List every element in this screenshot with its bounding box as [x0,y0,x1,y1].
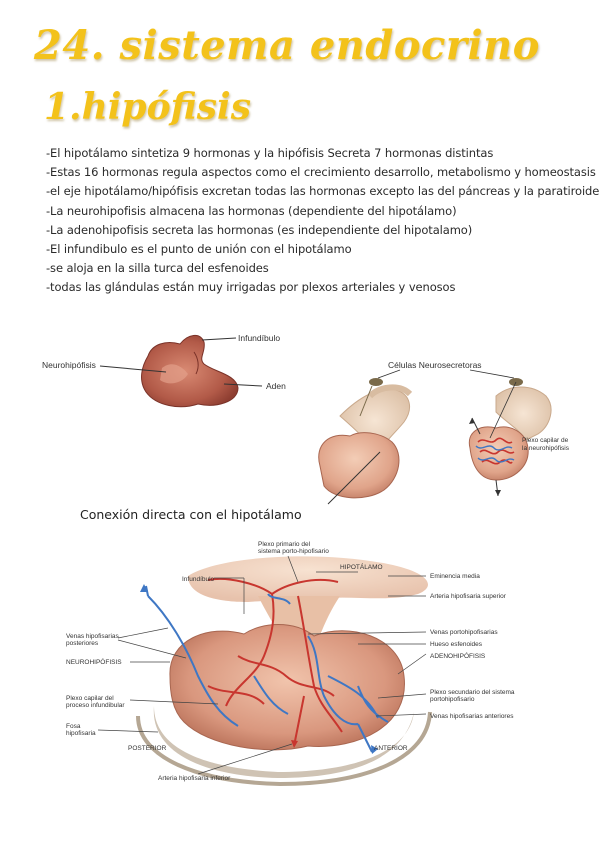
note-line: -Estas 16 hormonas regula aspectos como … [46,165,596,180]
pituitary-gland-body [169,624,405,751]
label-eminencia-media: Eminencia media [430,573,480,580]
capillary-plexus-blue [475,445,515,463]
label-posterior: POSTERIOR [128,745,167,752]
note-line: -todas las glándulas están muy irrigadas… [46,280,456,295]
label-celulas-neurosecretoras: Células Neurosecretoras [388,360,482,370]
label-venas-porto: Venas portohipofisarias [430,629,498,636]
label-neurohipofisis: Neurohipófisis [42,360,96,370]
label-arteria-superior: Arteria hipofisaria superior [430,593,507,600]
notes-list: -El hipotálamo sintetiza 9 hormonas y la… [46,144,599,298]
label-anterior: ANTERIOR [374,745,408,752]
label-plexo-secundario: Plexo secundario del sistema portohipofi… [430,689,516,703]
pituitary-gland-shape [318,432,400,499]
label-infundibulo: Infundíbulo [238,333,280,343]
label-adenohipofisis: ADENOHIPÓFISIS [430,651,486,660]
neurosecretory-figure: Células Neurosecretoras Plexo capilar de… [300,356,570,506]
label-infundibulo-portal: Infundíbulo [182,576,215,583]
label-plexo-primario: Plexo primario del sistema porto-hipofis… [258,541,329,555]
vein-network [147,593,389,727]
pituitary-specimen-figure: Neurohipófisis Infundíbulo Aden [38,322,323,417]
label-plexo-capilar: Plexo capilar de la neurohipófisis [522,437,570,452]
label-neurohipofisis-portal: NEUROHIPÓFISIS [66,657,122,666]
label-arteria-inferior: Arteria hipofisaria inferior [158,775,231,782]
label-hipotalamo: HIPOTÁLAMO [340,562,383,571]
page-title: 24. sistema endocrino [34,22,540,69]
artery-network [207,578,343,733]
caption-conexion: Conexión directa con el hipotálamo [80,507,302,522]
note-line: -La neurohipofisis almacena las hormonas… [46,203,457,218]
note-line: -se aloja en la silla turca del esfenoid… [46,261,269,276]
section-title: 1.hipófisis [44,86,251,128]
label-venas-posteriores: Venas hipofisarias posteriores [66,633,121,647]
note-line: -La adenohipofisis secreta las hormonas … [46,222,473,237]
label-aden: Aden [266,381,286,391]
note-line: -el eje hipotálamo/hipófisis excretan to… [46,184,599,199]
label-plexo-capilar-infund: Plexo capilar del proceso infundibular [66,695,125,709]
note-line: -El hipotálamo sintetiza 9 hormonas y la… [46,146,494,160]
label-hueso: Hueso esfenoides [430,641,483,648]
label-venas-anteriores: Venas hipofisarias anteriores [430,713,514,720]
specimen-gland-shape [141,335,239,408]
portal-system-figure: Plexo primario del sistema porto-hipofis… [58,536,558,786]
note-line: -El infundibulo es el punto de unión con… [46,242,352,257]
label-fosa: Fosa hipofisaria [66,723,96,737]
